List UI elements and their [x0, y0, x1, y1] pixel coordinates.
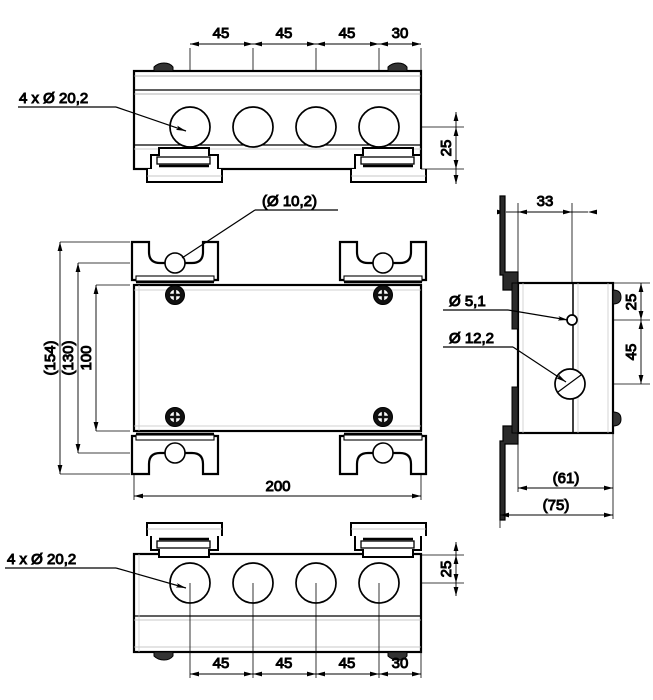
- bottom-view-din-clip-left: [146, 522, 223, 558]
- dim-label-25-top: 25: [438, 140, 455, 157]
- side-view-boss-bottom: [612, 411, 622, 427]
- plan-view-group: (Ø 10,2) (154) (130) 100 200: [42, 193, 428, 500]
- side-view-body-outline: [516, 281, 615, 435]
- plan-view-screws: [165, 285, 393, 427]
- dim-label-45-bottom-1: 45: [213, 655, 230, 672]
- callout-label-5-1: Ø 5,1: [449, 293, 486, 310]
- dim-label-75: (75): [543, 497, 570, 514]
- bottom-view-group: 4 x Ø 20,2 25 45 45 45 30: [5, 522, 464, 678]
- callout-label-12-2: Ø 12,2: [449, 330, 494, 347]
- side-view-bottom-dims: (61) (75): [499, 433, 614, 528]
- side-view-bracket-upper: [499, 195, 519, 330]
- bracket-hole-10-2-tr: [372, 252, 394, 274]
- dim-label-45-bottom-3: 45: [339, 655, 356, 672]
- callout-bracket-hole: (Ø 10,2): [181, 193, 338, 259]
- top-view-din-clip-left: [146, 147, 223, 183]
- dim-label-154: (154): [42, 340, 59, 375]
- callout-label-4x20-2-bottom: 4 x Ø 20,2: [7, 551, 76, 568]
- bottom-view-dimension-extension-lines: [189, 583, 422, 678]
- plan-bracket-top-right: [338, 240, 428, 284]
- bracket-hole-10-2-bl: [164, 442, 186, 464]
- callout-top-holes: 4 x Ø 20,2: [18, 90, 187, 132]
- top-view-din-clip-right: [350, 147, 427, 183]
- dim-label-33: 33: [537, 193, 554, 210]
- side-view-group: 33 Ø 5,1: [443, 193, 650, 528]
- plan-view-width-dim: 200: [133, 474, 422, 500]
- dim-label-25-side: 25: [623, 294, 640, 311]
- dim-label-30-bottom: 30: [392, 655, 409, 672]
- dim-label-25-bottom: 25: [438, 561, 455, 578]
- dim-label-130: (130): [60, 340, 77, 375]
- plan-bracket-bottom-left: [130, 432, 220, 476]
- bottom-view-lower-boss-left: [153, 651, 174, 661]
- screw-bl: [165, 407, 185, 427]
- top-view-group: 45 45 45 30: [18, 25, 464, 184]
- callout-label-10-2: (Ø 10,2): [262, 193, 317, 210]
- plan-view-vertical-dims: [60, 241, 130, 475]
- top-view-holes: [169, 106, 400, 148]
- callout-bottom-holes: 4 x Ø 20,2: [5, 551, 187, 589]
- callout-5-1: Ø 5,1: [443, 293, 569, 321]
- dim-label-30-top: 30: [392, 25, 409, 42]
- bottom-view-dim-25: 25: [421, 542, 464, 596]
- screw-br: [373, 407, 393, 427]
- hole-20-2-t3: [295, 106, 337, 148]
- bottom-view-din-clip-right: [350, 522, 427, 558]
- side-view-right-dims: [613, 282, 650, 385]
- hole-5-1: [566, 314, 578, 326]
- bracket-hole-10-2-tl: [164, 252, 186, 274]
- hole-20-2-t2: [232, 106, 274, 148]
- dim-label-100: 100: [78, 345, 95, 370]
- top-view-dim-25: 25: [421, 112, 464, 184]
- top-view-upper-boss-right: [387, 62, 408, 72]
- screw-tr: [373, 285, 393, 305]
- dim-label-200: 200: [265, 478, 290, 495]
- dim-label-45-side: 45: [623, 344, 640, 361]
- hole-20-2-t4: [358, 106, 400, 148]
- plan-view-body-outline: [132, 283, 423, 433]
- callout-12-2: Ø 12,2: [443, 330, 567, 383]
- side-view-bracket-lower: [499, 386, 519, 521]
- bracket-hole-10-2-br: [372, 442, 394, 464]
- hole-12-2: [554, 368, 586, 400]
- plan-bracket-top-left: [130, 240, 220, 284]
- dim-label-61: (61): [553, 470, 580, 487]
- callout-label-4x20-2-top: 4 x Ø 20,2: [19, 90, 88, 107]
- top-view-upper-boss-left: [153, 62, 174, 72]
- dim-label-45-top-2: 45: [276, 25, 293, 42]
- side-view-boss-top: [612, 289, 622, 305]
- screw-tl: [165, 285, 185, 305]
- dim-label-45-bottom-2: 45: [276, 655, 293, 672]
- plan-view-vertical-dim-lines: [57, 242, 99, 474]
- plan-bracket-bottom-right: [338, 432, 428, 476]
- dim-label-45-top-1: 45: [213, 25, 230, 42]
- bottom-view-lower-boss-right: [387, 651, 408, 661]
- dim-label-45-top-3: 45: [339, 25, 356, 42]
